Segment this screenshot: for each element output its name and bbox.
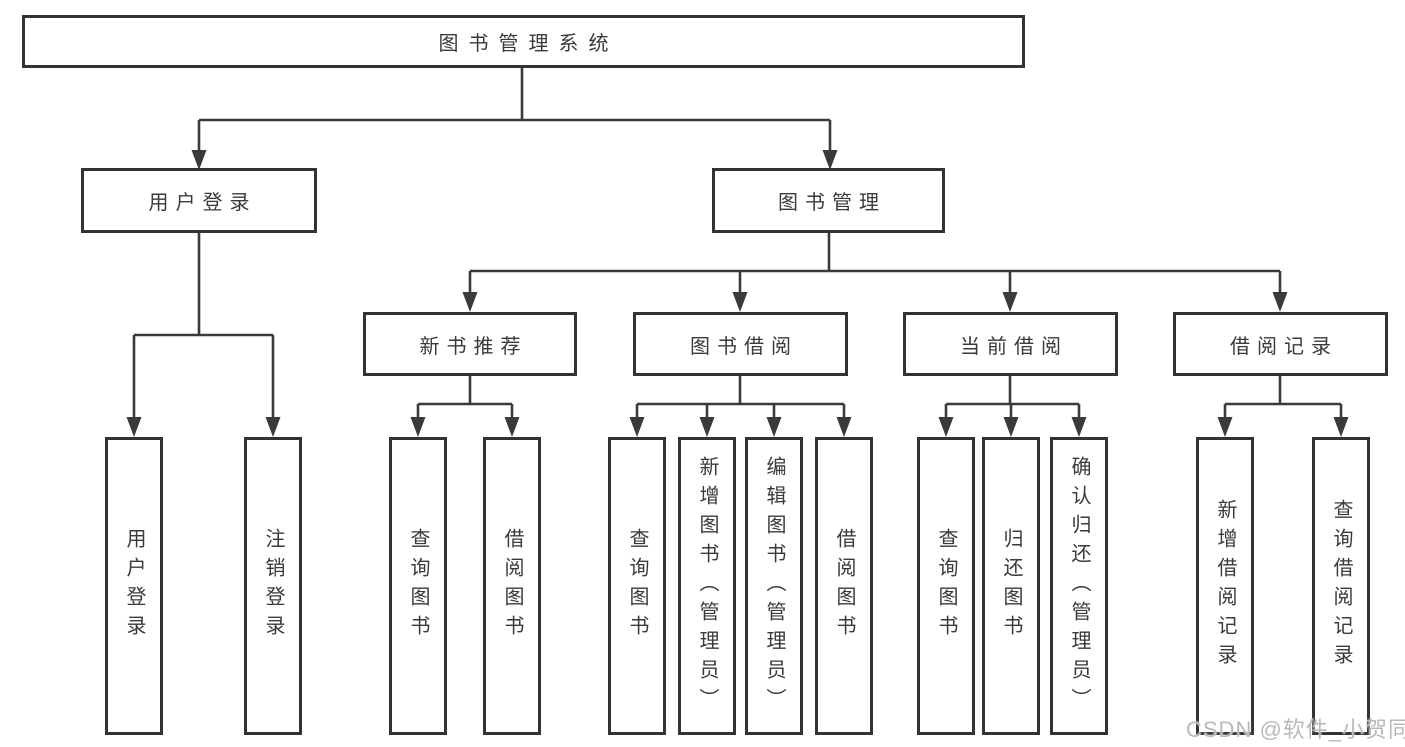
leaf-user-login-label: 用户登录 xyxy=(123,528,145,644)
node-root: 图书管理系统 xyxy=(22,15,1025,68)
connector-new-book-recommend-to-leaves xyxy=(410,376,520,437)
leaf-rec-query-books: 查询图书 xyxy=(389,437,447,735)
node-book-borrowing-label: 图书借阅 xyxy=(690,335,798,358)
leaf-rec-borrow-books-label: 借阅图书 xyxy=(501,528,523,644)
leaf-cb-query-books: 查询图书 xyxy=(917,437,975,735)
node-borrowing-records: 借阅记录 xyxy=(1173,312,1388,376)
leaf-br-add-record: 新增借阅记录 xyxy=(1196,437,1254,735)
node-current-borrowing: 当前借阅 xyxy=(903,312,1118,376)
leaf-bb-borrow-books-label: 借阅图书 xyxy=(833,528,855,644)
connector-user-login-to-leaves xyxy=(126,233,281,437)
leaf-bb-edit-books-label: 编辑图书（管理员） xyxy=(763,455,785,717)
node-user-login: 用户登录 xyxy=(81,168,317,233)
leaf-cb-query-books-label: 查询图书 xyxy=(935,528,957,644)
leaf-rec-query-books-label: 查询图书 xyxy=(407,528,429,644)
leaf-bb-add-books: 新增图书（管理员） xyxy=(678,437,736,735)
node-book-management-label: 图书管理 xyxy=(778,192,886,214)
leaf-br-query-record: 查询借阅记录 xyxy=(1312,437,1370,735)
node-book-borrowing: 图书借阅 xyxy=(633,312,848,376)
connector-book-management-to-level3 xyxy=(462,233,1288,312)
leaf-logout-label: 注销登录 xyxy=(262,528,284,644)
leaf-rec-borrow-books: 借阅图书 xyxy=(483,437,541,735)
connector-root-to-level2 xyxy=(191,68,838,170)
leaf-cb-return-books: 归还图书 xyxy=(982,437,1040,735)
leaf-user-login: 用户登录 xyxy=(105,437,163,735)
connector-borrowing-records-to-leaves xyxy=(1217,376,1349,437)
leaf-br-query-record-label: 查询借阅记录 xyxy=(1330,499,1352,673)
csdn-watermark: CSDN @软件_小贺同学 xyxy=(1186,717,1405,742)
node-new-book-recommend-label: 新书推荐 xyxy=(419,335,528,358)
node-root-label: 图书管理系统 xyxy=(438,33,619,55)
leaf-br-add-record-label: 新增借阅记录 xyxy=(1214,499,1236,673)
leaf-bb-add-books-label: 新增图书（管理员） xyxy=(696,455,718,717)
node-book-management: 图书管理 xyxy=(712,168,945,233)
leaf-logout: 注销登录 xyxy=(244,437,302,735)
leaf-bb-query-books-label: 查询图书 xyxy=(626,528,648,644)
leaf-bb-query-books: 查询图书 xyxy=(608,437,666,735)
node-current-borrowing-label: 当前借阅 xyxy=(960,335,1068,358)
node-new-book-recommend: 新书推荐 xyxy=(363,312,577,376)
leaf-cb-return-books-label: 归还图书 xyxy=(1000,528,1022,644)
connector-book-borrowing-to-leaves xyxy=(629,376,852,437)
leaf-bb-edit-books: 编辑图书（管理员） xyxy=(745,437,803,735)
node-user-login-label: 用户登录 xyxy=(148,192,257,214)
connector-current-borrowing-to-leaves xyxy=(938,376,1087,437)
node-borrowing-records-label: 借阅记录 xyxy=(1230,335,1338,358)
leaf-cb-confirm-return-label: 确认归还（管理员） xyxy=(1068,455,1090,717)
leaf-bb-borrow-books: 借阅图书 xyxy=(815,437,873,735)
leaf-cb-confirm-return: 确认归还（管理员） xyxy=(1050,437,1108,735)
